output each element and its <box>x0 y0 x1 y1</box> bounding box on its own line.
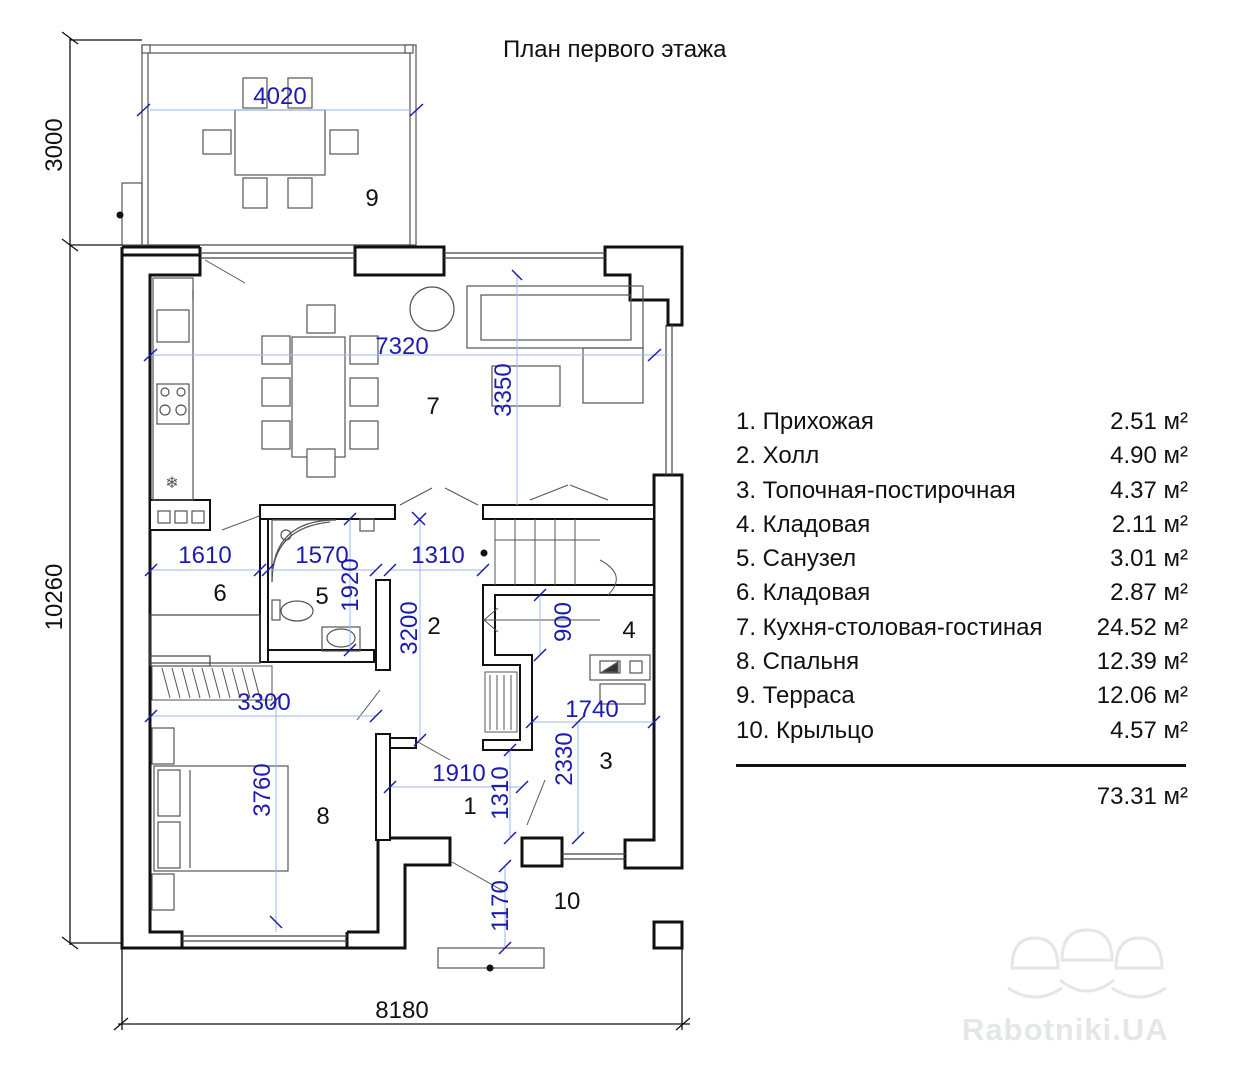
room-area: 4.37 м² <box>1110 476 1188 504</box>
kitchen-counter-icon: ❄ <box>152 277 205 524</box>
windows <box>182 252 673 942</box>
dim-porch-depth: 1170 <box>487 880 514 932</box>
legend-row: 10. Крыльцо 4.57 м² <box>736 714 1188 748</box>
room-name: 10. Крыльцо <box>736 716 874 744</box>
room-number-3: 3 <box>599 748 612 775</box>
inner-dimension-labels: 4020 7320 3350 1610 1570 1920 1310 3200 … <box>178 83 618 932</box>
room-number-8: 8 <box>316 803 329 830</box>
dim-living-width: 7320 <box>375 333 428 360</box>
legend-divider <box>736 763 1186 767</box>
door-swings <box>204 259 609 893</box>
dim-terrace-depth: 3000 <box>41 118 68 171</box>
dim-hall-width: 1310 <box>411 542 464 569</box>
room-area: 4.90 м² <box>1110 442 1188 470</box>
legend-row: 5. Санузел 3.01 м² <box>736 542 1188 576</box>
room-area: 2.11 м² <box>1111 510 1188 538</box>
room-area: 3.01 м² <box>1110 545 1188 573</box>
dim-bath-depth: 1920 <box>337 558 364 611</box>
room-name: 9. Терраса <box>736 682 855 710</box>
room-area: 12.06 м² <box>1096 682 1188 710</box>
sofa-icon <box>409 285 644 407</box>
interior-walls <box>149 499 655 841</box>
room-number-10: 10 <box>554 888 581 915</box>
boiler-appliances-icon <box>589 654 651 705</box>
page-title: План первого этажа <box>503 36 727 63</box>
room-name: 1. Прихожая <box>736 408 874 435</box>
room-number-5: 5 <box>315 583 328 610</box>
guide-lines <box>150 109 668 948</box>
wardrobe-icon <box>151 665 518 733</box>
total-area: 73.31 м² <box>1096 782 1188 810</box>
dim-hall-length: 3200 <box>396 601 423 654</box>
room-name: 7. Кухня-столовая-гостиная <box>736 613 1043 641</box>
legend-row: 8. Спальня 12.39 м² <box>736 645 1188 679</box>
room-name: 5. Санузел <box>736 545 857 573</box>
dim-boiler-depth: 2330 <box>551 732 578 785</box>
inner-dimension-ticks <box>136 103 662 955</box>
room-numbers: 1 2 3 4 5 6 7 8 9 10 <box>213 185 635 915</box>
room-name: 2. Холл <box>736 442 820 470</box>
room-area: 2.51 м² <box>1110 408 1188 435</box>
dim-terrace-width: 4020 <box>253 83 306 110</box>
stairs-icon <box>483 519 617 633</box>
legend-row: 2. Холл 4.90 м² <box>736 439 1188 473</box>
room-area: 2.87 м² <box>1110 579 1188 607</box>
room-name: 6. Кладовая <box>736 579 871 607</box>
bed-icon <box>151 727 289 911</box>
dim-overall-depth: 10260 <box>41 564 68 631</box>
dim-entry-depth: 1310 <box>487 766 514 819</box>
watermark-text: Rabotniki.UA <box>962 1012 1169 1047</box>
legend-row: 7. Кухня-столовая-гостиная 24.52 м² <box>736 611 1188 645</box>
dim-overall-width: 8180 <box>375 997 428 1024</box>
room-name: 4. Кладовая <box>736 510 871 538</box>
svg-text:❄: ❄ <box>165 475 178 492</box>
exterior-walls <box>120 245 684 950</box>
room-number-6: 6 <box>213 580 226 607</box>
dim-pantry-depth: 900 <box>550 602 577 642</box>
dim-bedroom-depth: 3760 <box>249 763 276 816</box>
room-number-7: 7 <box>426 393 439 420</box>
room-name: 3. Топочная-постирочная <box>736 476 1016 504</box>
dim-storage6-width: 1610 <box>178 542 231 569</box>
room-area: 12.39 м² <box>1096 648 1188 676</box>
dim-bath-width: 1570 <box>295 542 348 569</box>
bathroom-fixtures-icon <box>271 518 375 652</box>
entrance-markers <box>116 211 494 972</box>
room-area: 4.57 м² <box>1110 716 1188 744</box>
dim-living-depth: 3350 <box>490 363 517 416</box>
legend-row: 1. Прихожая 2.51 м² <box>736 405 1188 439</box>
room-number-2: 2 <box>427 613 440 640</box>
room-name: 8. Спальня <box>736 648 860 676</box>
legend-row: 4. Кладовая 2.11 м² <box>736 508 1188 542</box>
dim-entry-width: 1910 <box>432 760 485 787</box>
overall-dimension-lines <box>61 31 691 1031</box>
legend-row: 3. Топочная-постирочная 4.37 м² <box>736 474 1188 508</box>
room-legend: 1. Прихожая 2.51 м² 2. Холл 4.90 м² 3. Топ… <box>736 405 1188 811</box>
room-number-9: 9 <box>365 185 378 212</box>
dim-boiler-width: 1740 <box>565 696 618 723</box>
room-number-4: 4 <box>622 617 635 644</box>
dining-table-icon <box>261 304 379 478</box>
legend-row: 6. Кладовая 2.87 м² <box>736 576 1188 610</box>
room-area: 24.52 м² <box>1096 613 1188 641</box>
dim-wardrobe-length: 3300 <box>237 689 290 716</box>
legend-row: 9. Терраса 12.06 м² <box>736 679 1188 713</box>
watermark-helmets-icon <box>1007 928 1167 999</box>
terrace-outline <box>121 44 417 246</box>
room-number-1: 1 <box>463 793 476 820</box>
